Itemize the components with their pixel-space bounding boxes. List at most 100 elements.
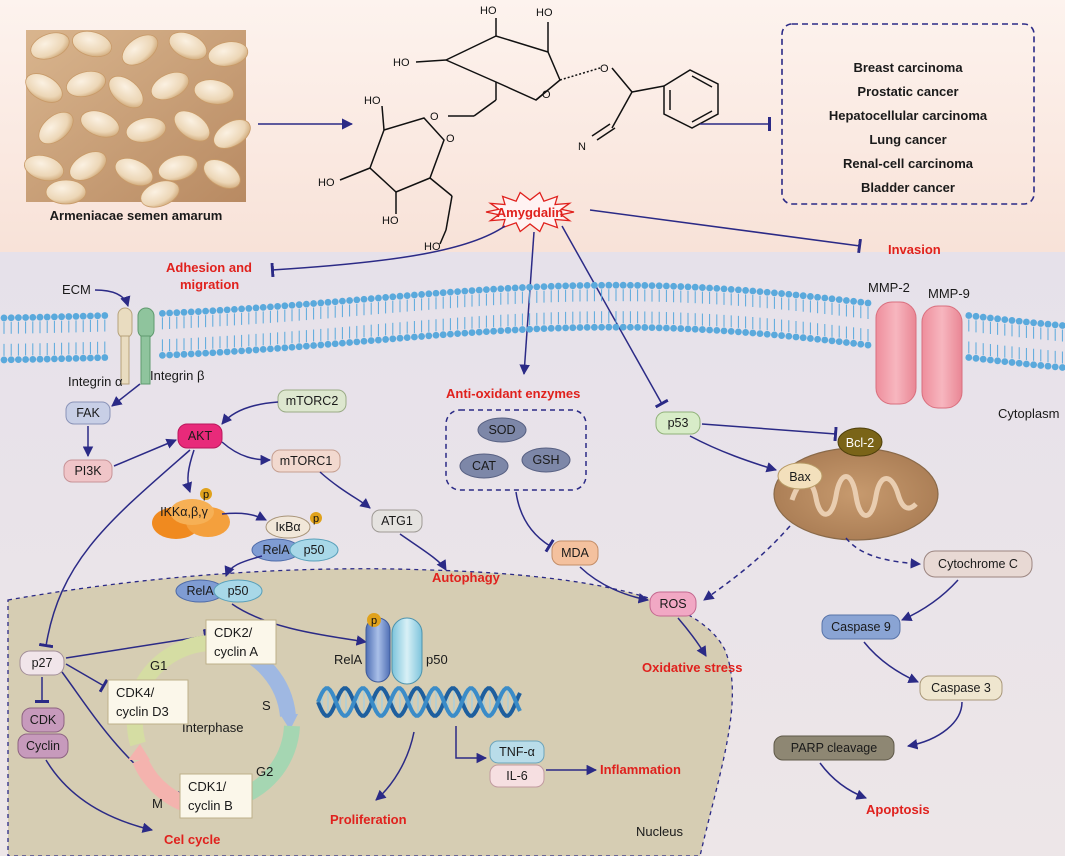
svg-text:IKKα,β,γ: IKKα,β,γ [160,505,209,519]
arrow-mito-ros [703,525,791,601]
arrow-p53-bax [689,435,778,473]
arrow-casp3-parp [906,701,963,750]
amygdalin-starburst [485,191,575,233]
svg-text:CDK4/: CDK4/ [116,685,155,700]
svg-text:TNF-α: TNF-α [499,745,535,759]
arrow-casp9-casp3 [863,641,919,683]
node-mtorc2: mTORC2 [277,389,347,413]
seed-photo [24,30,251,208]
arrow-ikk-ikba [221,511,267,521]
proliferation-label: Proliferation [330,812,407,827]
svg-text:IκBα: IκBα [275,520,300,534]
complex-cdk-cyclin: CDK Cyclin [17,707,69,759]
rela-label: RelA [334,652,363,667]
cancers-box [781,23,1035,205]
svg-text:ATG1: ATG1 [381,514,413,528]
cancer-item: Renal-cell carcinoma [843,156,974,171]
inhibit-cdk4 [65,663,109,693]
atom-ho: HO [393,57,410,69]
svg-text:p27: p27 [32,656,53,670]
node-bax: Bax [777,462,823,490]
integrin-beta-label: Integrin β [150,368,204,383]
arrow-cytochrome-casp9 [901,579,959,621]
svg-text:IL-6: IL-6 [506,769,528,783]
integrin-beta [137,307,155,385]
inhibit-p27 [38,449,191,649]
adhesion-label-line2: migration [180,277,239,292]
cytoplasm-label: Cytoplasm [998,406,1059,421]
svg-text:Cyclin: Cyclin [26,739,60,753]
invasion-label: Invasion [888,242,941,257]
svg-text:PI3K: PI3K [74,464,102,478]
atom-o: O [446,133,455,145]
interphase-label: Interphase [182,720,243,735]
inhibit-bcl2 [701,423,838,442]
atom-o: O [600,63,609,75]
inhibit-cdk2 [65,628,209,659]
atom-ho: HO [364,95,381,107]
inflammation-label: Inflammation [600,762,681,777]
mmp9-protein [921,305,963,409]
svg-text:CDK1/: CDK1/ [188,779,227,794]
phase-m: M [152,796,163,811]
p50-label: p50 [426,652,448,667]
node-il6: IL-6 [489,764,545,788]
node-mda: MDA [551,540,599,566]
atom-ho: HO [382,215,399,227]
svg-text:p50: p50 [304,543,325,557]
nucleus-label: Nucleus [636,824,683,839]
node-gsh: GSH [521,447,571,473]
svg-text:p53: p53 [668,416,689,430]
node-akt: AKT [177,423,223,449]
node-fak: FAK [65,401,111,425]
dna-helix [316,686,522,718]
svg-text:Cytochrome C: Cytochrome C [938,557,1018,571]
svg-text:RelA: RelA [186,584,214,598]
svg-text:PARP cleavage: PARP cleavage [791,741,877,755]
box-cdk2-cyclinA: CDK2/ cyclin A [205,619,277,665]
cell-membrane [0,281,1065,371]
svg-text:p: p [203,489,209,501]
complex-rela-p50: RelA p50 [175,579,263,603]
cancer-item: Hepatocellular carcinoma [829,108,988,123]
oxidative-stress-label: Oxidative stress [642,660,742,675]
svg-text:FAK: FAK [76,406,100,420]
complex-ikba-rela-p50: IκBα p RelA p50 [251,512,339,562]
apoptosis-label: Apoptosis [866,802,930,817]
svg-text:p: p [371,615,377,627]
mmp9-label: MMP-9 [928,286,970,301]
node-cytochrome-c: Cytochrome C [923,550,1033,578]
arrow-ros-stress [677,617,707,657]
antioxidant-box [445,409,587,491]
arrow-release-nfkb [224,555,263,577]
arrow-integrin-fak [111,383,141,407]
node-p27: p27 [19,650,65,676]
svg-text:Bax: Bax [789,470,811,484]
ecm-label: ECM [62,282,91,297]
box-cdk1-cyclinB: CDK1/ cyclin B [179,773,253,819]
node-sod: SOD [477,417,527,443]
atom-ho: HO [480,5,497,17]
arrow-nfkb-nucleus [231,603,368,646]
inhibit-invasion [589,209,862,254]
svg-text:Caspase 9: Caspase 9 [831,620,891,634]
amygdalin-structure [339,18,719,245]
amygdalin-label: Amygdalin [497,205,564,220]
svg-text:mTORC2: mTORC2 [286,394,339,408]
atom-ho: HO [424,241,441,253]
arrow-pi3k-akt [113,438,177,467]
svg-text:SOD: SOD [488,423,515,437]
svg-text:cyclin D3: cyclin D3 [116,704,169,719]
node-cat: CAT [459,453,509,479]
node-mtorc1: mTORC1 [271,449,341,473]
amygdalin-atom-labels: HO HO HO O O O O N HO HO HO HO [318,5,609,253]
phase-g2: G2 [256,764,273,779]
box-cdk4-cyclinD3: CDK4/ cyclin D3 [107,679,189,725]
svg-text:cyclin B: cyclin B [188,798,233,813]
atom-o: O [430,111,439,123]
phase-g1: G1 [150,658,167,673]
cancer-item: Prostatic cancer [857,84,958,99]
